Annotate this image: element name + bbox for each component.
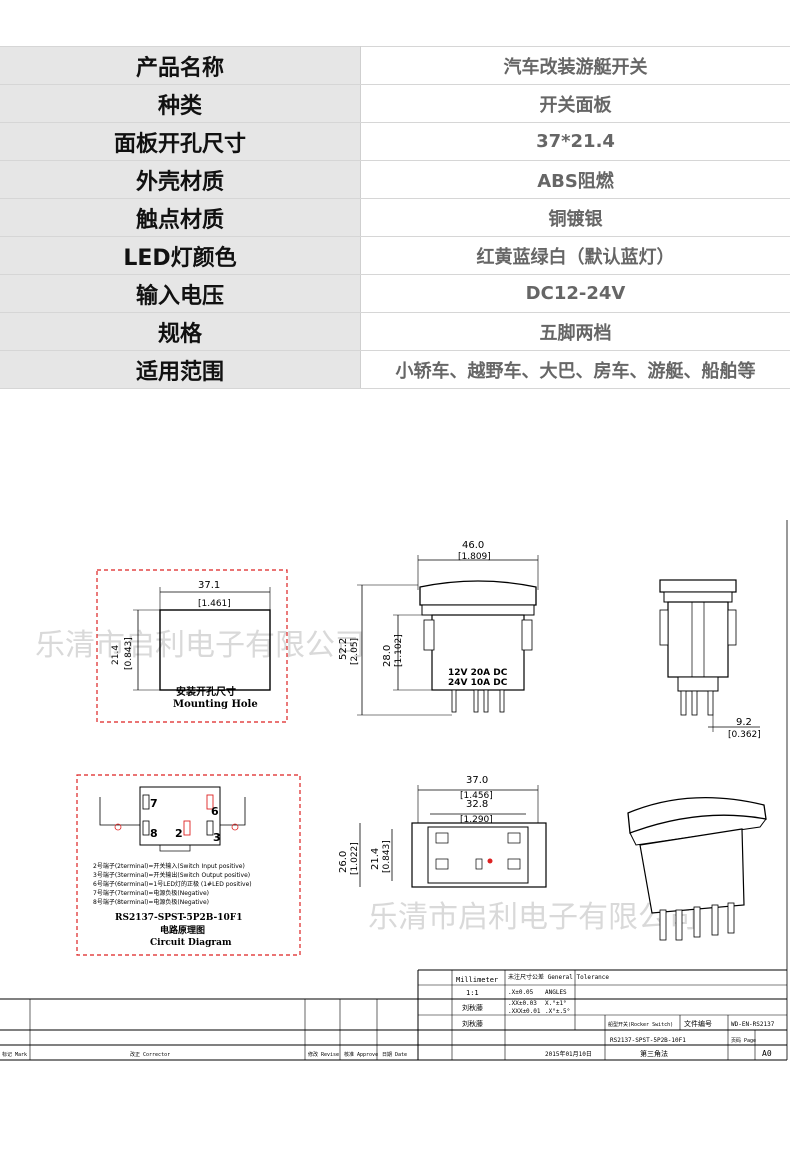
spec-label: 输入电压 [0,274,361,313]
circuit-note-1: 2号端子(2terminal)=开关输入(Switch Input positi… [93,862,245,870]
spec-row: 产品名称汽车改装游艇开关 [0,46,790,85]
technical-drawing: 乐清市启利电子有限公司 乐清市启利电子有限公司 37.1 [1.461] 21.… [0,520,788,1061]
spec-value: ABS阻燃 [360,160,790,199]
bottom-view: 37.0 [1.456] 32.8 [1.290] 26.0 [1.022] 2… [338,775,547,888]
tb-drawn: 刘秋藤 [462,1003,483,1012]
front-view: 46.0 [1.809] 12V 20A DC 24V 10A DC 52.2 … [338,540,539,716]
tb-tol-2: .XX±0.03 [508,1000,537,1007]
spec-label: 规格 [0,312,361,351]
tb-design: 刘秋藤 [462,1019,483,1028]
spec-label: 种类 [0,84,361,123]
circuit-note-3: 6号端子(6terminal)=1号LED灯的正极 (1#LED positiv… [93,880,252,888]
spec-value: 汽车改装游艇开关 [360,46,790,85]
spec-value: 37*21.4 [360,122,790,161]
watermark-2: 乐清市启利电子有限公司 [368,900,698,935]
bottom-inner-in: [1.290] [460,815,493,825]
spec-label: 外壳材质 [0,160,361,199]
front-width-mm: 46.0 [462,540,484,551]
front-body-in: [1.102] [394,634,404,667]
spec-value: DC12-24V [360,274,790,313]
tb-date: 2015年01月10日 [545,1050,592,1058]
spec-value: 铜镀银 [360,198,790,237]
bottom-outer-mm: 37.0 [466,775,488,786]
circuit-note-5: 8号端子(8terminal)=电源负极(Negative) [93,898,209,906]
mount-title-en: Mounting Hole [173,699,258,710]
mount-height-mm: 21.4 [111,645,121,665]
tb-angle-title: ANGLES [545,989,567,996]
tb-unit: Millimeter [456,976,498,984]
tb-approve: 核准 Approve [344,1051,378,1058]
pin-7: 7 [150,797,158,810]
tb-corrector: 改正 Corrector [130,1051,170,1058]
watermark-1: 乐清市启利电子有限公司 [35,628,365,663]
tb-date-label: 日期 Date [382,1052,407,1058]
mount-width-in: [1.461] [198,599,231,609]
tb-angle-1: X.°±1° [545,1000,567,1007]
tb-page: 页码 Page [731,1037,756,1044]
pin-2: 2 [175,827,183,840]
bottom-height-inner-mm: 21.4 [370,848,381,870]
pin-3: 3 [213,831,221,844]
spec-label: 适用范围 [0,350,361,389]
bottom-outer-in: [1.456] [460,791,493,801]
pin-8: 8 [150,827,158,840]
tb-mark: 标记 Mark [2,1051,27,1058]
bottom-inner-mm: 32.8 [466,799,488,810]
mount-width-mm: 37.1 [198,580,220,591]
mount-height-in: [0.843] [124,637,134,670]
mount-title-cn: 安装开孔尺寸 [176,685,236,698]
tb-angle-2: .X°±.5° [545,1008,570,1015]
tb-rev: A0 [762,1049,772,1058]
tb-tolerance-title: 未注尺寸公差 General Tolerance [508,973,609,981]
tb-doc-no-label: 文件编号 [684,1019,712,1028]
perspective-view [627,796,767,941]
side-depth-mm: 9.2 [736,717,752,728]
mounting-hole-view: 37.1 [1.461] 21.4 [0.843] 安装开孔尺寸 Mountin… [96,569,288,723]
bottom-height-in: [1.022] [350,842,360,875]
front-rating-1: 12V 20A DC [448,668,508,678]
side-depth-in: [0.362] [728,730,761,740]
tb-name: 船型开关(Rocker Switch) [608,1021,673,1028]
spec-label: 触点材质 [0,198,361,237]
tb-revise: 修改 Revise [308,1051,339,1058]
spec-label: LED灯颜色 [0,236,361,275]
side-view: 9.2 [0.362] [659,579,761,740]
spec-row: 规格五脚两档 [0,312,790,351]
tb-doc-no: WD-EN-RS2137 [731,1021,775,1028]
spec-row: LED灯颜色红黄蓝绿白（默认蓝灯） [0,236,790,275]
spec-row: 种类开关面板 [0,84,790,123]
spec-value: 开关面板 [360,84,790,123]
title-block: Millimeter 1:1 未注尺寸公差 General Tolerance … [0,969,787,1061]
front-body-mm: 28.0 [382,645,393,667]
spec-label: 面板开孔尺寸 [0,122,361,161]
front-height-mm: 52.2 [338,638,349,660]
bottom-height-inner-in: [0.843] [382,840,392,873]
spec-value: 红黄蓝绿白（默认蓝灯） [360,236,790,275]
front-height-in: [2.05] [350,638,360,665]
circuit-diagram: 7 6 8 2 3 2号端子(2terminal)=开关输入(Switch In… [76,774,301,956]
circuit-title-cn: 电路原理图 [160,924,205,936]
spec-row: 触点材质铜镀银 [0,198,790,237]
circuit-part-no: RS2137-SPST-5P2B-10F1 [115,913,242,923]
pin-6: 6 [211,805,219,818]
circuit-note-4: 7号端子(7terminal)=电源负极(Negative) [93,889,209,897]
bottom-height-mm: 26.0 [338,851,349,873]
tb-scale: 1:1 [466,989,479,997]
spec-value: 小轿车、越野车、大巴、房车、游艇、船舶等 [360,350,790,389]
front-rating-2: 24V 10A DC [448,678,508,688]
tb-title: RS2137-SPST-5P2B-10F1 [610,1037,686,1044]
tb-tol-1: .X±0.05 [508,989,534,996]
tb-projection: 第三角法 [640,1049,668,1058]
spec-value: 五脚两档 [360,312,790,351]
spec-label: 产品名称 [0,46,361,85]
tb-tol-3: .XXX±0.01 [508,1008,541,1015]
circuit-note-2: 3号端子(3terminal)=开关输出(Switch Output posit… [93,871,250,879]
front-width-in: [1.809] [458,552,491,562]
circuit-title-en: Circuit Diagram [150,938,232,948]
spec-row: 适用范围小轿车、越野车、大巴、房车、游艇、船舶等 [0,350,790,389]
